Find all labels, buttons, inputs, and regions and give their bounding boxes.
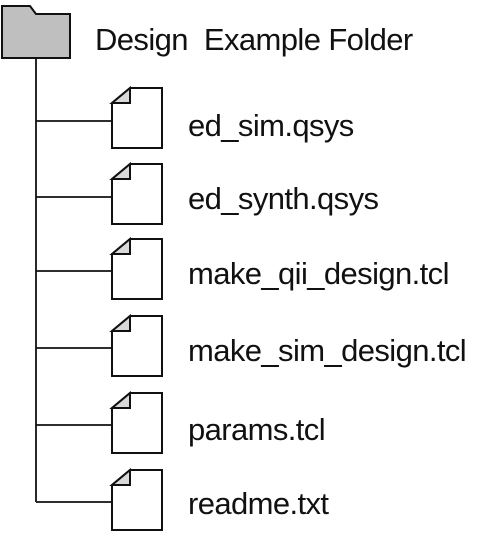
file-name: make_sim_design.tcl: [188, 333, 466, 368]
file-fold-corner: [109, 161, 131, 180]
file-fold-corner: [109, 236, 131, 255]
file-fold-corner: [109, 390, 131, 409]
file-fold-corner: [109, 85, 131, 104]
file-item[interactable]: ed_synth.qsys: [36, 161, 379, 225]
folder-icon: [1, 5, 71, 59]
file-item[interactable]: ed_sim.qsys: [36, 85, 354, 149]
file-item[interactable]: make_qii_design.tcl: [36, 236, 449, 300]
file-fold-corner: [109, 467, 131, 486]
root-folder[interactable]: Design Example Folder: [1, 5, 413, 59]
file-name: make_qii_design.tcl: [188, 256, 449, 291]
file-item[interactable]: make_sim_design.tcl: [36, 313, 467, 377]
folder-label: Design Example Folder: [95, 22, 413, 57]
file-item[interactable]: readme.txt: [36, 467, 330, 531]
file-item[interactable]: params.tcl: [36, 390, 326, 454]
file-name: ed_sim.qsys: [188, 108, 354, 143]
file-name: ed_synth.qsys: [188, 181, 378, 216]
file-fold-corner: [109, 313, 131, 332]
file-name: params.tcl: [188, 412, 325, 447]
file-name: readme.txt: [188, 486, 329, 521]
